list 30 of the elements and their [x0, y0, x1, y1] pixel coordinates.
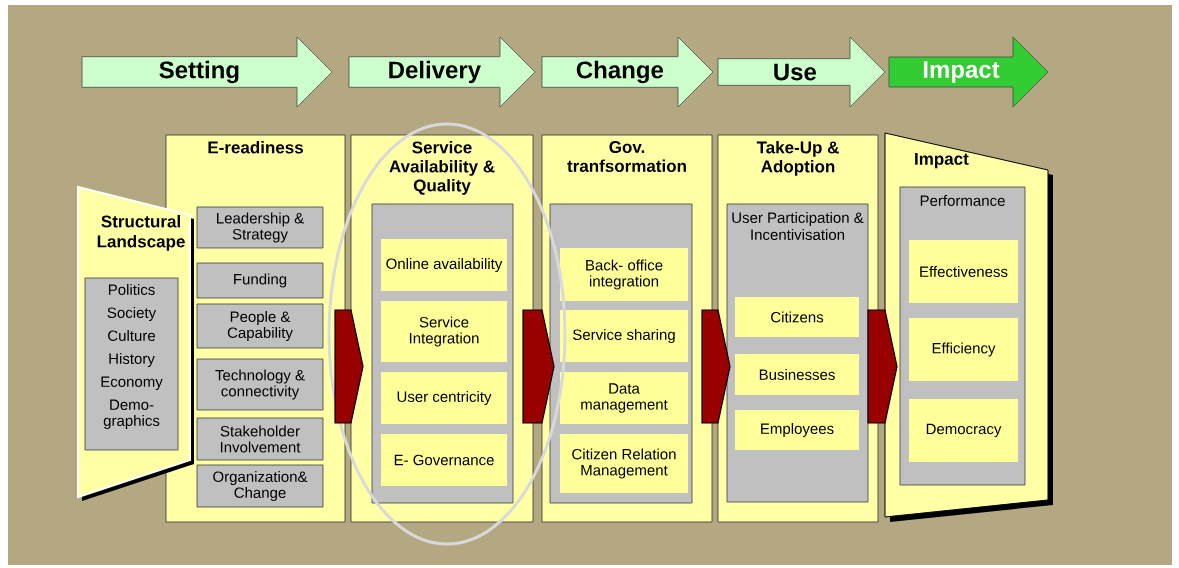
stage-banner: Change [541, 36, 714, 108]
item-box: Democracy [909, 399, 1018, 462]
item-box: Citizens [735, 297, 859, 337]
stage-banner: Impact [888, 36, 1049, 108]
stage-banner: Delivery [348, 36, 536, 108]
item-box: Efficiency [909, 318, 1018, 381]
chevron-arrow [867, 309, 898, 424]
factor-box: Technology & connectivity [196, 358, 324, 411]
item-box: Effectiveness [909, 240, 1018, 303]
item-box: Service Integration [381, 301, 507, 362]
factor-list-box: Politics Society Culture History Economy Demo- graphics [84, 277, 179, 451]
factor-box: Stakeholder Involvement [196, 417, 324, 461]
chevron-arrow [522, 309, 555, 424]
factor-box: Organization& Change [196, 464, 324, 508]
item-box: Online availability [381, 239, 507, 291]
item-box: Businesses [735, 354, 859, 395]
factor-box: People & Capability [196, 303, 324, 349]
item-box: Service sharing [560, 310, 688, 362]
chevron-arrow [334, 309, 364, 424]
factor-box: Funding [196, 262, 324, 299]
item-box: User centricity [381, 372, 507, 424]
chevron-arrow [701, 309, 731, 424]
item-box: Employees [735, 410, 859, 450]
stage-banner: Setting [81, 36, 333, 108]
item-box: Data management [560, 372, 688, 424]
factor-box: Leadership & Strategy [196, 206, 324, 249]
stage-banner: Use [717, 36, 886, 108]
item-box: Back- office integration [560, 248, 688, 301]
item-box: E- Governance [381, 434, 507, 486]
item-box: Citizen Relation Management [560, 434, 688, 493]
